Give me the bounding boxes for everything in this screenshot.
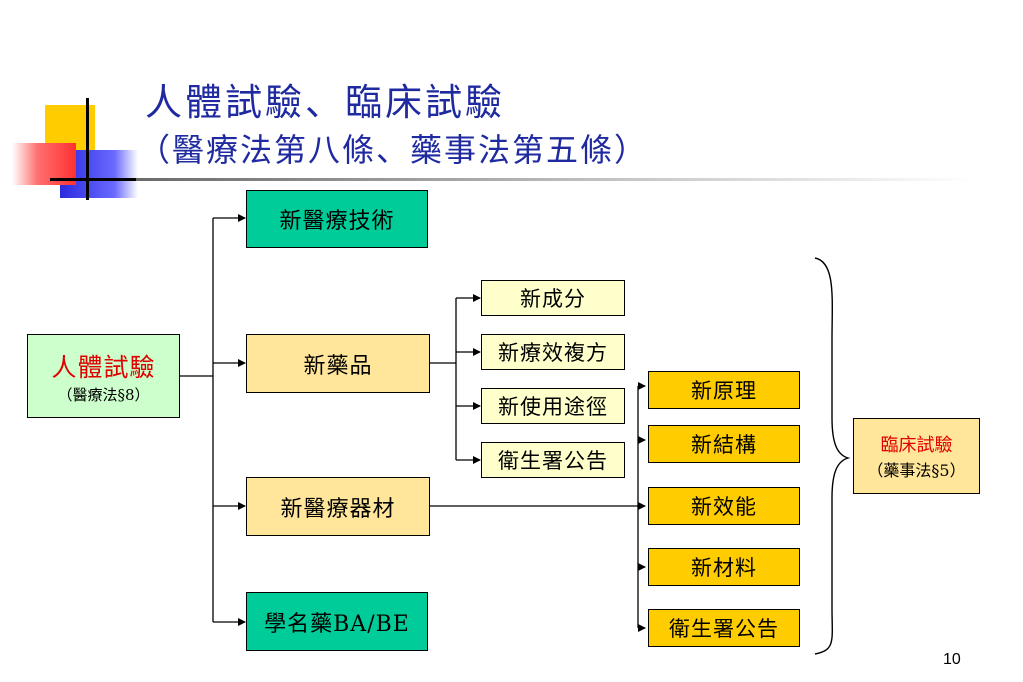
device-announcement-label: 衛生署公告 bbox=[669, 617, 779, 641]
page-number: 10 bbox=[943, 651, 961, 668]
human-trial-label: 人體試驗 bbox=[51, 352, 156, 382]
drug-announcement-label: 衛生署公告 bbox=[498, 449, 608, 473]
new-principle-label: 新原理 bbox=[691, 379, 757, 403]
new-device-box: 新醫療器材 bbox=[246, 477, 430, 536]
decor-horizontal-line bbox=[50, 178, 136, 181]
new-material-box: 新材料 bbox=[648, 548, 800, 586]
new-efficacy-label: 新療效複方 bbox=[498, 341, 608, 365]
new-usage-box: 新使用途徑 bbox=[481, 388, 625, 424]
human-trial-sub: （醫療法§8） bbox=[57, 385, 150, 404]
new-structure-label: 新結構 bbox=[691, 433, 757, 457]
new-ingredient-box: 新成分 bbox=[481, 280, 625, 316]
new-drug-box: 新藥品 bbox=[246, 334, 430, 393]
generic-drug-box: 學名藥BA/BE bbox=[246, 592, 428, 651]
new-structure-box: 新結構 bbox=[648, 425, 800, 463]
decor-vertical-line bbox=[86, 98, 89, 200]
new-medical-tech-box: 新醫療技術 bbox=[246, 190, 428, 248]
drug-announcement-box: 衛生署公告 bbox=[481, 442, 625, 478]
page-subtitle: （醫療法第八條、藥事法第五條） bbox=[138, 131, 649, 169]
new-performance-label: 新效能 bbox=[691, 495, 757, 519]
clinical-trial-sub: （藥事法§5） bbox=[867, 461, 966, 480]
new-drug-label: 新藥品 bbox=[303, 353, 373, 379]
device-announcement-box: 衛生署公告 bbox=[648, 609, 800, 647]
generic-drug-label: 學名藥BA/BE bbox=[264, 611, 410, 637]
new-medical-tech-label: 新醫療技術 bbox=[279, 209, 395, 234]
new-performance-box: 新效能 bbox=[648, 487, 800, 525]
human-trial-box: 人體試驗 （醫療法§8） bbox=[27, 334, 180, 418]
page-title: 人體試驗、臨床試驗 bbox=[145, 81, 505, 124]
clinical-trial-box: 臨床試驗 （藥事法§5） bbox=[853, 418, 980, 494]
new-device-label: 新醫療器材 bbox=[280, 496, 396, 522]
new-usage-label: 新使用途徑 bbox=[498, 395, 608, 419]
title-underline bbox=[136, 178, 976, 181]
new-ingredient-label: 新成分 bbox=[520, 287, 586, 311]
clinical-trial-label: 臨床試驗 bbox=[880, 435, 953, 456]
new-material-label: 新材料 bbox=[691, 556, 757, 580]
new-efficacy-box: 新療效複方 bbox=[481, 334, 625, 370]
new-principle-box: 新原理 bbox=[648, 371, 800, 409]
